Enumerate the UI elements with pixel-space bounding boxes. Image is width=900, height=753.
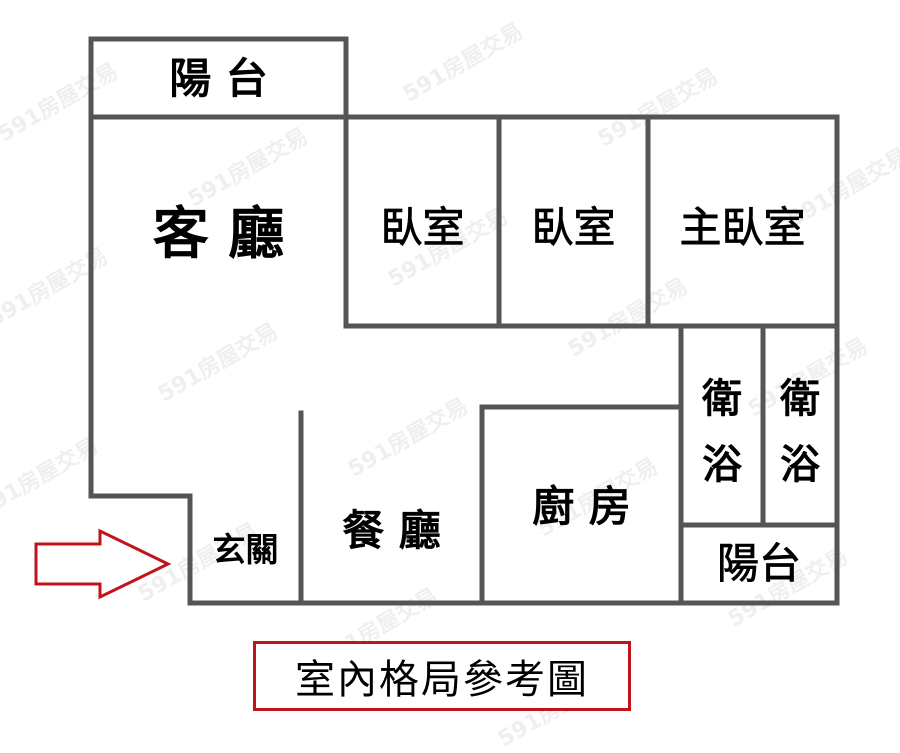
bathroom-2-char-2: 浴 bbox=[780, 442, 820, 488]
room-label-balcony-bottom: 陽台 bbox=[716, 539, 802, 588]
plan-title-box: 室內格局參考圖 bbox=[253, 641, 631, 711]
bathroom-1-char-1: 衛 bbox=[702, 376, 742, 422]
room-label-balcony-top: 陽 台 bbox=[169, 54, 268, 103]
room-label-entrance: 玄關 bbox=[212, 530, 279, 569]
entrance-arrow-icon bbox=[34, 528, 172, 600]
room-label-bathroom-2: 衛 浴 bbox=[770, 366, 830, 498]
room-label-living-room: 客 廳 bbox=[152, 202, 285, 267]
bathroom-2-char-1: 衛 bbox=[780, 376, 820, 422]
room-label-dining-room: 餐 廳 bbox=[342, 506, 441, 555]
room-label-bedroom-2: 臥室 bbox=[531, 203, 616, 252]
room-label-bathroom-1: 衛 浴 bbox=[692, 366, 752, 498]
room-label-master-bedroom: 主臥室 bbox=[679, 203, 806, 252]
bathroom-1-char-2: 浴 bbox=[702, 442, 742, 488]
plan-title: 室內格局參考圖 bbox=[295, 657, 589, 703]
room-label-bedroom-1: 臥室 bbox=[380, 203, 465, 252]
room-label-kitchen: 廚 房 bbox=[532, 482, 631, 531]
